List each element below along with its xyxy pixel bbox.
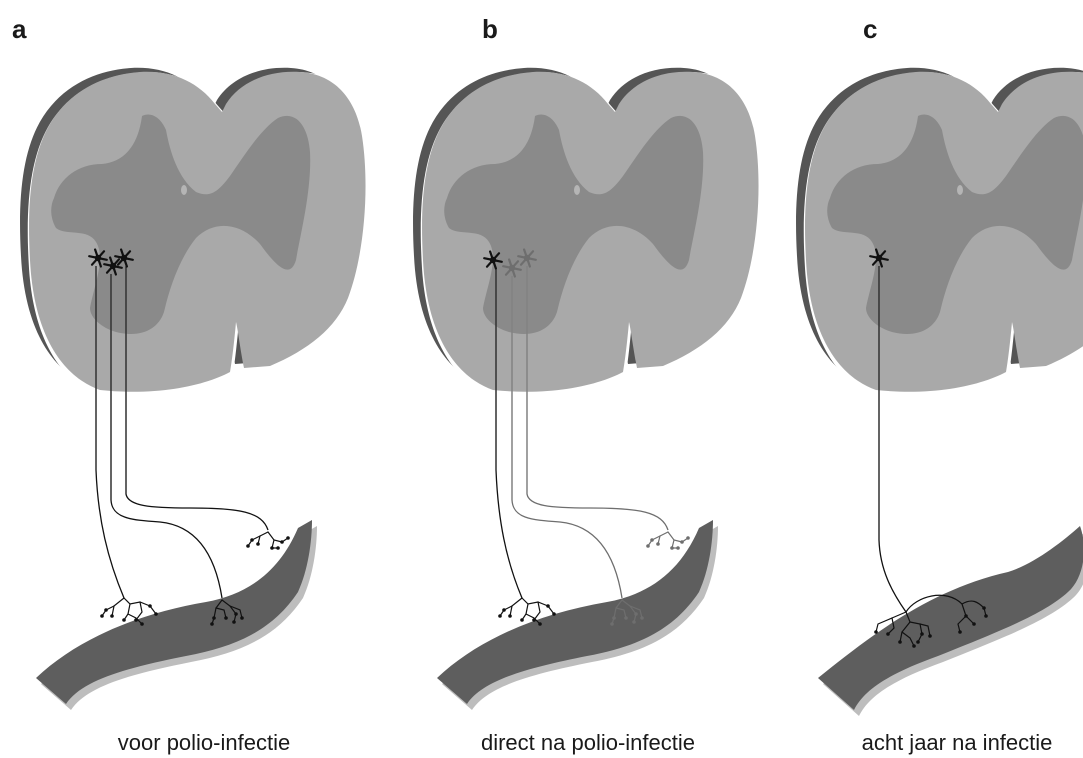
caption-a: voor polio-infectie bbox=[118, 730, 290, 755]
caption-c: acht jaar na infectie bbox=[862, 730, 1053, 755]
caption-b: direct na polio-infectie bbox=[481, 730, 695, 755]
panel-letter-c: c bbox=[863, 14, 877, 44]
panel-c bbox=[796, 68, 1083, 716]
nerve-endings bbox=[246, 532, 290, 550]
spinal-cord-cross-section bbox=[20, 68, 370, 398]
nerve-endings bbox=[646, 532, 690, 550]
panel-letter-b: b bbox=[482, 14, 498, 44]
panels bbox=[20, 68, 1083, 716]
spinal-cord-cross-section bbox=[796, 68, 1083, 398]
panel-letter-a: a bbox=[12, 14, 27, 44]
panel-a bbox=[20, 68, 370, 710]
spinal-cord-cross-section bbox=[413, 68, 763, 398]
panel-b bbox=[413, 68, 763, 710]
